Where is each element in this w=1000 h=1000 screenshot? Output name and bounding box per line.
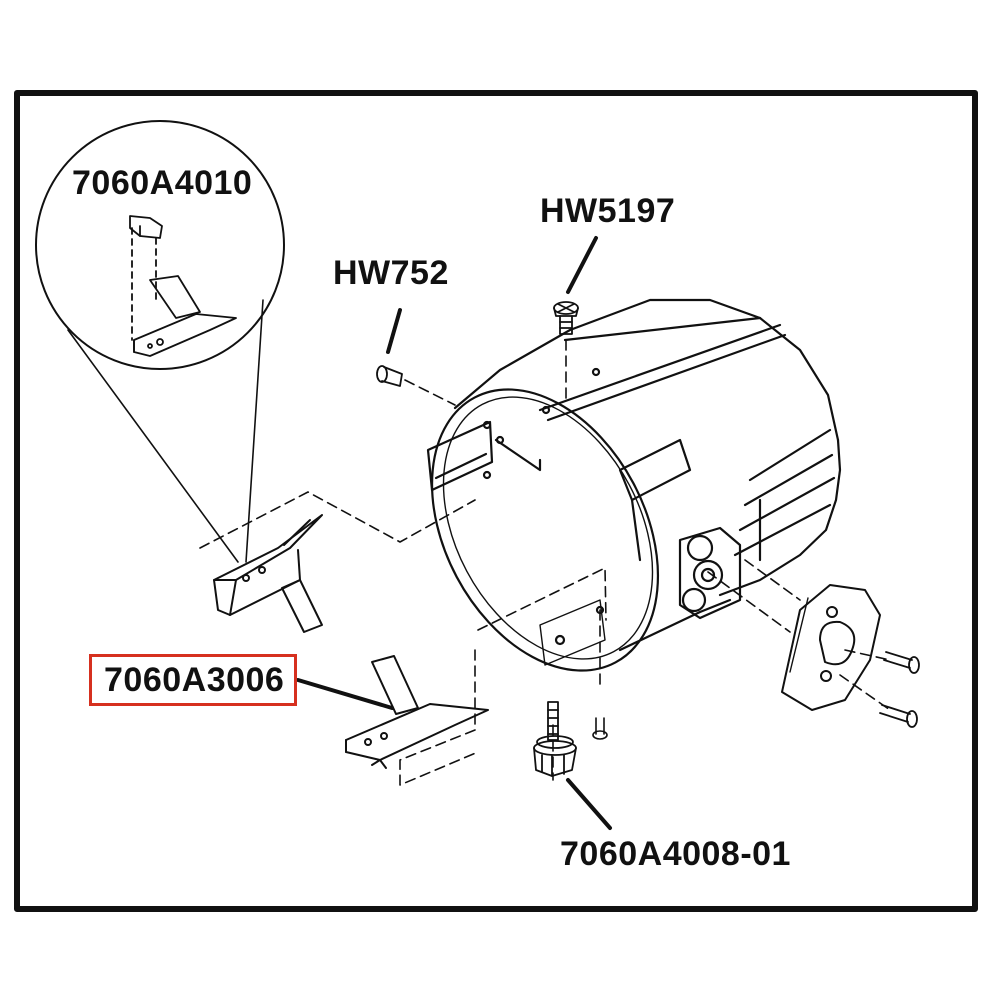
leader-7060a4008-01 — [566, 778, 612, 830]
dashed-guides — [199, 339, 891, 786]
label-7060a3006-highlighted: 7060A3006 — [89, 654, 298, 706]
mounting-plate-icon — [781, 584, 881, 711]
label-hw752: HW752 — [333, 254, 449, 292]
label-7060a4008-01: 7060A4008-01 — [560, 835, 791, 873]
pin-hw752-icon — [376, 365, 403, 387]
diagram-frame — [14, 90, 978, 912]
label-hw5197: HW5197 — [540, 192, 676, 230]
upper-clip-icon — [213, 514, 323, 633]
leader-7060a3006 — [296, 678, 394, 710]
plate-screws-icon — [879, 651, 920, 728]
lower-clip-icon — [345, 655, 489, 769]
bottom-screw-icon — [592, 717, 608, 740]
leader-hw5197 — [566, 236, 598, 294]
leader-hw752 — [386, 308, 402, 354]
screw-hw5197-icon — [553, 301, 579, 335]
detail-clip-icon — [129, 215, 237, 357]
housing-body — [426, 298, 842, 672]
knob-icon — [533, 701, 577, 777]
detail-callout — [35, 120, 285, 563]
label-7060a4010: 7060A4010 — [72, 164, 253, 202]
